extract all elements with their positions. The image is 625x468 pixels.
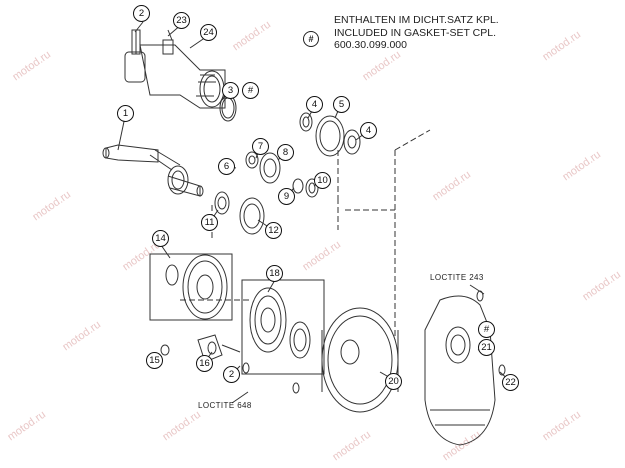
callout-18: 18 — [266, 265, 283, 282]
callout-1: 1 — [117, 105, 134, 122]
callout-11: 11 — [201, 214, 218, 231]
note-line-german: ENTHALTEN IM DICHT.SATZ KPL. — [334, 14, 499, 26]
callout-2-top: 2 — [133, 5, 150, 22]
callout-24: 24 — [200, 24, 217, 41]
callout-12: 12 — [265, 222, 282, 239]
callout-6: 6 — [218, 158, 235, 175]
callout-gasket-set-2: # — [478, 321, 495, 338]
callout-3: 3 — [222, 82, 239, 99]
note-line-part-number: 600.30.099.000 — [334, 39, 407, 51]
gasket-set-symbol: # — [303, 31, 319, 47]
callout-16: 16 — [196, 355, 213, 372]
callout-7: 7 — [252, 138, 269, 155]
callout-9: 9 — [278, 188, 295, 205]
callout-22: 22 — [502, 374, 519, 391]
note-lines: ENTHALTEN IM DICHT.SATZ KPL. INCLUDED IN… — [334, 14, 499, 52]
note-line-english: INCLUDED IN GASKET-SET CPL. — [334, 26, 497, 39]
callout-21: 21 — [478, 339, 495, 356]
callout-10: 10 — [314, 172, 331, 189]
callout-4-right: 4 — [360, 122, 377, 139]
callout-8: 8 — [277, 144, 294, 161]
callout-4-left: 4 — [306, 96, 323, 113]
callout-gasket-set-1: # — [242, 82, 259, 99]
loctite-243-label: LOCTITE 243 — [430, 273, 484, 282]
callout-20: 20 — [385, 373, 402, 390]
loctite-648-label: LOCTITE 648 — [198, 401, 252, 410]
callout-15: 15 — [146, 352, 163, 369]
callout-23: 23 — [173, 12, 190, 29]
callout-5: 5 — [333, 96, 350, 113]
callout-2-bottom: 2 — [223, 366, 240, 383]
callout-14: 14 — [152, 230, 169, 247]
